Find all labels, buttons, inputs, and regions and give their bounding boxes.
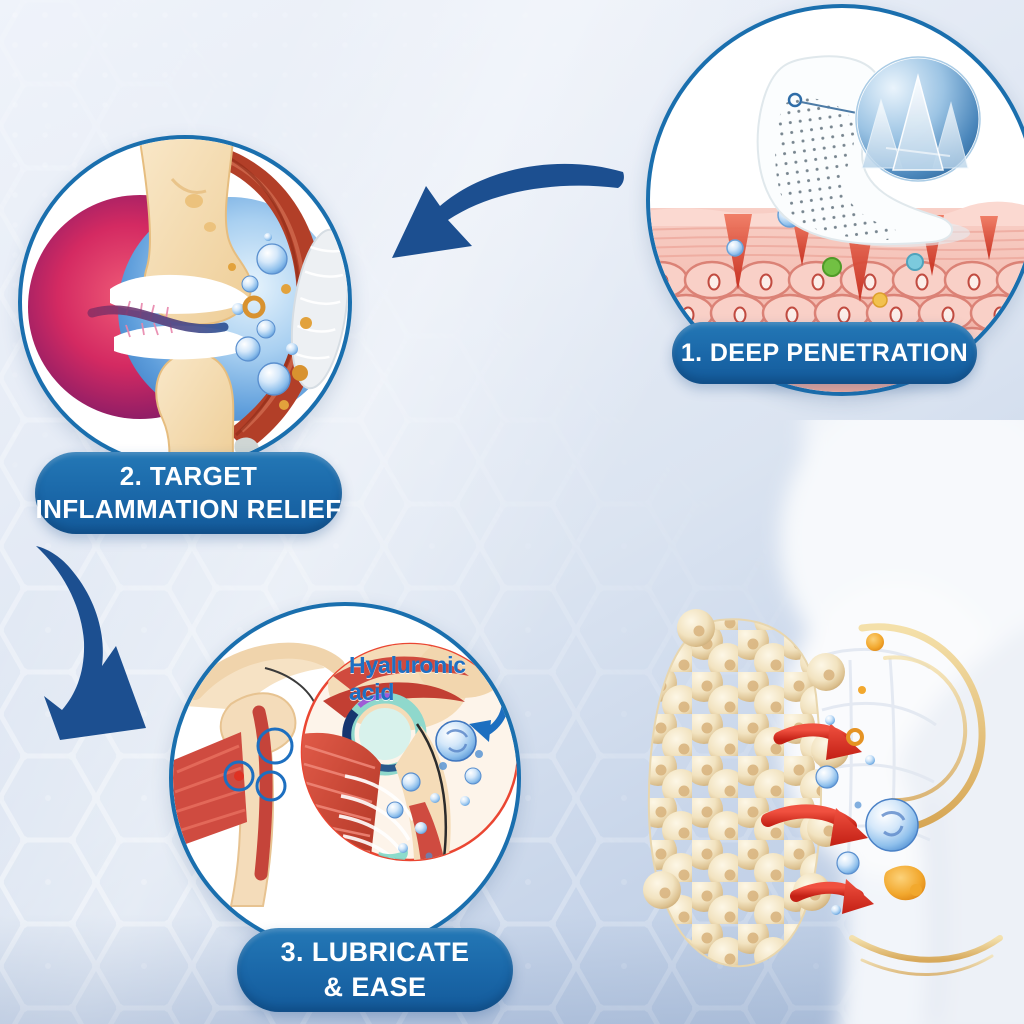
absorption-arrows <box>761 723 874 914</box>
tibia-bone <box>155 351 236 465</box>
gold-particles <box>228 263 312 410</box>
step2-circle <box>18 135 352 469</box>
nutrient-particles-orange <box>846 633 926 901</box>
shoulder-joint-illustration <box>173 642 517 942</box>
hyaluronic-bubbles <box>386 762 447 860</box>
knee-silhouette <box>780 420 1024 1024</box>
magnifier-lens-icon <box>787 55 982 183</box>
hyaluronic-acid-bubble <box>435 720 483 806</box>
hyaluronic-pointer-arrow-icon <box>469 678 515 742</box>
bead-cluster <box>643 609 849 968</box>
flow-arrow-2-icon <box>36 546 146 740</box>
knee-joint-illustration <box>28 139 348 465</box>
hyaluronic-acid-label: Hyaluronic acid <box>349 652 466 705</box>
step3-circle: Hyaluronic acid <box>169 602 521 954</box>
flow-arrow-1-icon <box>392 163 624 258</box>
cartilage-surfaces <box>87 274 256 360</box>
step-2-label: 2. TARGET INFLAMMATION RELIEF <box>35 460 342 524</box>
shoulder-overview <box>173 642 345 942</box>
gold-cartilage-arcs <box>849 623 1003 976</box>
step-1-label: 1. DEEP PENETRATION <box>680 338 969 367</box>
step-2-label-pill: 2. TARGET INFLAMMATION RELIEF <box>35 452 342 534</box>
step-3-label: 3. LUBRICATE & EASE <box>280 937 470 1002</box>
fluid-bubbles <box>232 233 298 396</box>
knee-3d-illustration <box>643 420 1024 1024</box>
step-1-label-pill: 1. DEEP PENETRATION <box>672 322 977 384</box>
nutrient-bubbles <box>815 715 919 915</box>
pain-point-markers <box>223 727 294 802</box>
step-3-label-pill: 3. LUBRICATE & EASE <box>237 928 513 1012</box>
